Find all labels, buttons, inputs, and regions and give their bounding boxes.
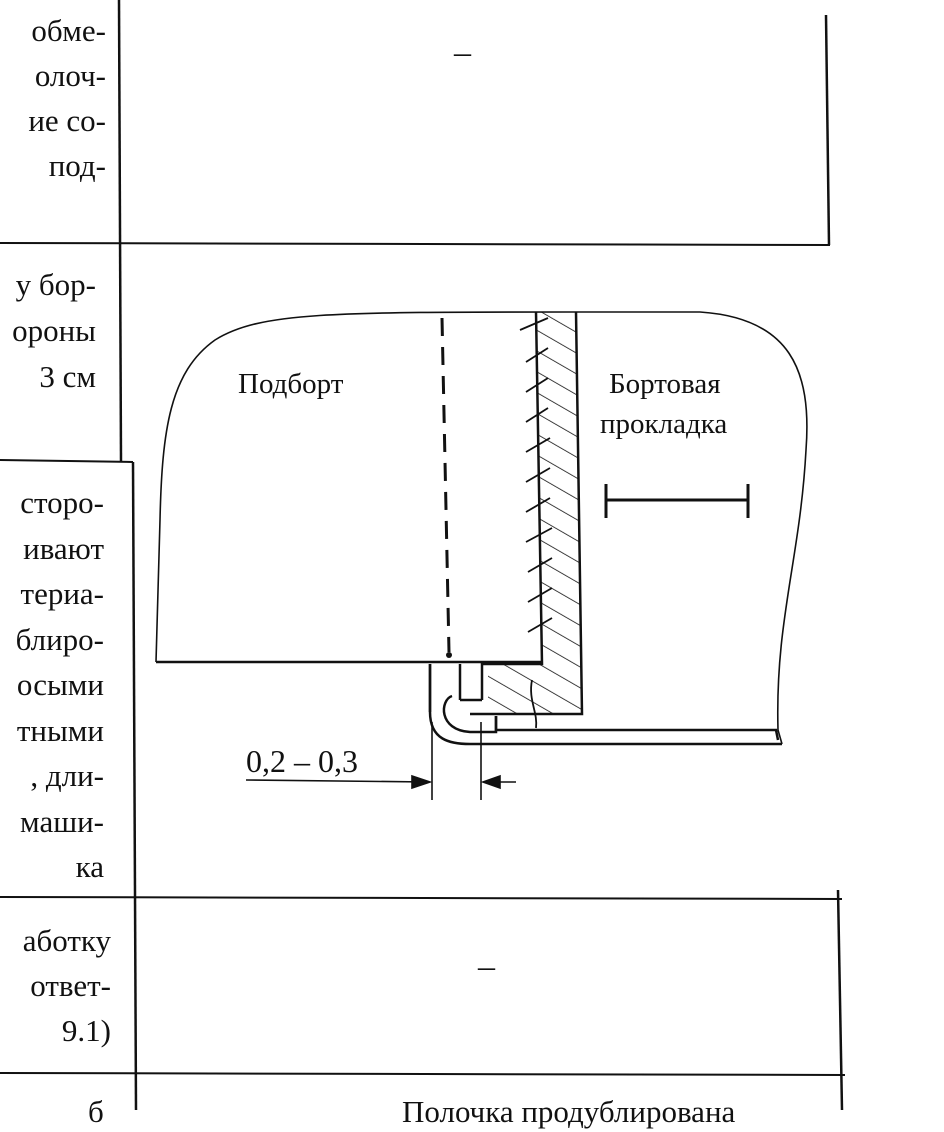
row-divider-3 bbox=[0, 896, 843, 900]
column-divider-right bbox=[824, 14, 831, 246]
text-line: маши- bbox=[20, 803, 104, 839]
text-line: териа- bbox=[20, 576, 104, 611]
text-line: 9.1) bbox=[61, 1013, 111, 1048]
text-line: , дли- bbox=[30, 758, 104, 793]
interlining-strip bbox=[488, 312, 582, 714]
text-line: обме- bbox=[31, 13, 106, 48]
text-line: под- bbox=[48, 148, 106, 183]
stitch-end-dot bbox=[446, 652, 452, 658]
text-line: тными bbox=[16, 712, 104, 748]
row-1-right-dash: – bbox=[454, 34, 471, 71]
text-line: осыми bbox=[16, 667, 104, 702]
label-facing: Подборт bbox=[238, 368, 344, 400]
text-line: сторо- bbox=[20, 485, 104, 520]
folded-edge-inner bbox=[442, 694, 498, 734]
text-line: блиро- bbox=[15, 621, 104, 657]
row-3-left-text: сторо- ивают териа- блиро- осыми тными ,… bbox=[16, 480, 104, 890]
lining-layer bbox=[494, 716, 780, 741]
row-4-left-text: аботку ответ- 9.1) bbox=[23, 918, 111, 1053]
text-line: у бор- bbox=[15, 267, 96, 302]
column-divider-left-lower bbox=[131, 461, 138, 1111]
row-divider-1 bbox=[0, 242, 831, 246]
catch-stitches bbox=[519, 317, 553, 729]
text-line: аботку bbox=[22, 923, 111, 958]
column-divider-left bbox=[117, 0, 123, 463]
row-1-left-text: обме- олоч- ие со- под- bbox=[28, 8, 106, 188]
text-line: олоч- bbox=[34, 58, 106, 93]
grain-marker bbox=[604, 484, 750, 518]
text-line: ие со- bbox=[28, 103, 106, 138]
dimension-label: 0,2 – 0,3 bbox=[246, 743, 358, 779]
label-interlining-2: прокладка bbox=[600, 408, 727, 440]
row-4-right-dash: – bbox=[478, 948, 495, 985]
row-divider-2 bbox=[0, 459, 134, 463]
row-2-left-text: у бор- ороны 3 см bbox=[12, 262, 96, 400]
text-line: 3 см bbox=[39, 359, 96, 394]
text-line: ответ- bbox=[30, 968, 111, 1003]
column-divider-right-lower bbox=[836, 889, 844, 1111]
folded-edge bbox=[428, 664, 782, 746]
label-interlining-1: Бортовая bbox=[609, 368, 721, 400]
facing-outline bbox=[155, 311, 573, 663]
dimension-marker bbox=[245, 722, 516, 800]
text-line: ороны bbox=[12, 313, 96, 348]
row-divider-4 bbox=[0, 1072, 846, 1076]
text-line: ивают bbox=[23, 530, 104, 566]
text-line: ка bbox=[75, 849, 104, 884]
interlining-strip-border bbox=[470, 311, 584, 716]
interlining-outline bbox=[572, 311, 808, 745]
stitch-line bbox=[440, 317, 451, 653]
